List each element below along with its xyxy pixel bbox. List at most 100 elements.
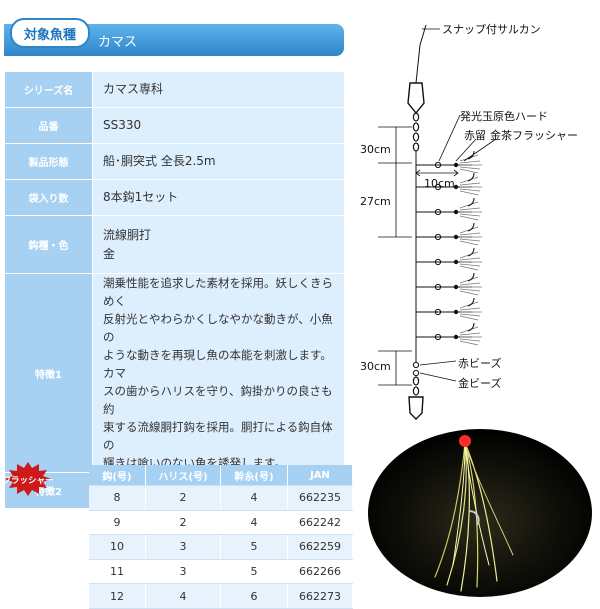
feature-line: 潮乗性能を追求した素材を採用。妖しくきらめく bbox=[103, 276, 333, 308]
hook-mark bbox=[467, 197, 475, 207]
flasher-label: 金茶フラッシャー bbox=[490, 129, 578, 142]
cell-harisu: 3 bbox=[145, 559, 221, 585]
spec-row-product-number: 品番 SS330 bbox=[5, 108, 345, 144]
swivel-link bbox=[412, 122, 420, 132]
branch-knot bbox=[453, 309, 459, 315]
spec-value: カマス専科 bbox=[93, 72, 345, 108]
spec-row-series: シリーズ名 カマス専科 bbox=[5, 72, 345, 108]
spec-label: 製品形態 bbox=[5, 144, 93, 180]
sizes-table: 鈎(号) ハリス(号) 幹糸(号) JAN 8 2 4 662235 9 2 4… bbox=[89, 465, 353, 609]
cell-jan: 662266 bbox=[287, 559, 353, 585]
flasher-strands bbox=[459, 326, 482, 346]
flasher-badge: フラッシャー bbox=[2, 462, 54, 496]
dim-branch-label: 10cm bbox=[424, 177, 455, 190]
photo-background bbox=[368, 429, 592, 597]
branch bbox=[416, 297, 482, 321]
gold-beads-label: 金ビーズ bbox=[458, 377, 502, 390]
branch-knot bbox=[453, 234, 459, 240]
feature-line: スの歯からハリスを守り、鈎掛かりの良さも約 bbox=[103, 384, 333, 416]
hook-mark bbox=[467, 322, 475, 332]
cell-mikiito: 4 bbox=[220, 485, 288, 511]
gold-bead bbox=[412, 369, 420, 377]
badge-star-shape bbox=[5, 462, 51, 496]
hook-mark bbox=[467, 172, 475, 182]
cell-hook: 11 bbox=[89, 559, 146, 585]
flasher-strands bbox=[459, 176, 482, 196]
spec-value: 船･胴突式 全長2.5m bbox=[93, 144, 345, 180]
cell-hook: 10 bbox=[89, 534, 146, 560]
rig-diagram-svg bbox=[378, 24, 497, 420]
swivel-link bbox=[412, 386, 420, 396]
glow-bead-label: 発光玉原色ハード bbox=[460, 110, 548, 123]
red-beads-label: 赤ビーズ bbox=[458, 357, 502, 370]
spec-label: 鈎種・色 bbox=[5, 216, 93, 274]
label-leader bbox=[455, 138, 477, 162]
table-row: 8 2 4 662235 bbox=[89, 485, 353, 511]
cell-harisu: 2 bbox=[145, 510, 221, 536]
label-leader bbox=[419, 372, 457, 382]
cell-jan: 662235 bbox=[287, 485, 353, 511]
cell-hook: 9 bbox=[89, 510, 146, 536]
label-leader bbox=[438, 114, 461, 162]
dim-arrow bbox=[415, 169, 459, 177]
cell-hook: 12 bbox=[89, 583, 146, 609]
dim-bottom-label: 30cm bbox=[360, 360, 391, 373]
branch bbox=[416, 172, 482, 196]
branch-knot bbox=[453, 284, 459, 290]
target-fish-name: カマス bbox=[98, 35, 138, 50]
col-header-mikiito: 幹糸(号) bbox=[220, 465, 288, 486]
snap-swivel-bottom bbox=[408, 396, 424, 420]
cell-mikiito: 4 bbox=[220, 510, 288, 536]
hook-mark bbox=[467, 272, 475, 282]
target-fish-tab: 対象魚種 bbox=[10, 18, 90, 48]
branch-knot bbox=[453, 162, 459, 168]
akadome-label: 赤留 bbox=[464, 129, 486, 142]
cell-harisu: 3 bbox=[145, 534, 221, 560]
target-fish-header: 対象魚種 カマス bbox=[4, 18, 344, 56]
snap-swivel-top bbox=[407, 82, 425, 115]
swivel-link bbox=[412, 112, 420, 122]
sizes-header-row: 鈎(号) ハリス(号) 幹糸(号) JAN bbox=[89, 465, 353, 486]
flasher-photo bbox=[368, 429, 592, 597]
spec-row-pack-count: 袋入り数 8本鈎1セット bbox=[5, 180, 345, 216]
cell-harisu: 2 bbox=[145, 485, 221, 511]
hook-mark bbox=[467, 150, 475, 160]
col-header-hook: 鈎(号) bbox=[89, 465, 146, 486]
flasher-strands bbox=[459, 226, 482, 246]
hook-mark bbox=[467, 247, 475, 257]
swivel-link bbox=[412, 132, 420, 142]
snap-label: スナップ付サルカン bbox=[442, 23, 541, 36]
hook-color-line: 金 bbox=[103, 246, 116, 261]
branch-group bbox=[416, 150, 482, 346]
photo-hook bbox=[468, 510, 480, 526]
cell-mikiito: 5 bbox=[220, 534, 288, 560]
table-row: 12 4 6 662273 bbox=[89, 583, 353, 609]
branch bbox=[416, 222, 482, 246]
photo-flasher-strands bbox=[434, 442, 514, 592]
red-bead bbox=[412, 361, 420, 369]
branch-knot bbox=[453, 334, 459, 340]
spec-value: 8本鈎1セット bbox=[93, 180, 345, 216]
cell-jan: 662242 bbox=[287, 510, 353, 536]
spec-value: 潮乗性能を追求した素材を採用。妖しくきらめく 反射光とやわらかくしなやかな動きが… bbox=[93, 274, 345, 473]
cell-hook: 8 bbox=[89, 485, 146, 511]
branch bbox=[416, 322, 482, 346]
swivel-link bbox=[412, 376, 420, 386]
branch bbox=[416, 247, 482, 271]
dim-top-label: 30cm bbox=[360, 143, 391, 156]
spec-label: シリーズ名 bbox=[5, 72, 93, 108]
branch bbox=[416, 197, 482, 221]
spec-label: 袋入り数 bbox=[5, 180, 93, 216]
branch-knot bbox=[453, 259, 459, 265]
cell-harisu: 4 bbox=[145, 583, 221, 609]
feature-line: ような動きを再現し魚の本能を刺激します。カマ bbox=[103, 348, 332, 380]
spec-table: シリーズ名 カマス専科 品番 SS330 製品形態 船･胴突式 全長2.5m 袋… bbox=[5, 72, 345, 509]
spec-label: 特徴1 bbox=[5, 274, 93, 473]
branch bbox=[416, 272, 482, 296]
flasher-strands bbox=[459, 251, 482, 271]
flasher-strands bbox=[459, 201, 482, 221]
spec-label: 品番 bbox=[5, 108, 93, 144]
col-header-harisu: ハリス(号) bbox=[145, 465, 221, 486]
branch bbox=[416, 150, 482, 174]
table-row: 9 2 4 662242 bbox=[89, 510, 353, 536]
